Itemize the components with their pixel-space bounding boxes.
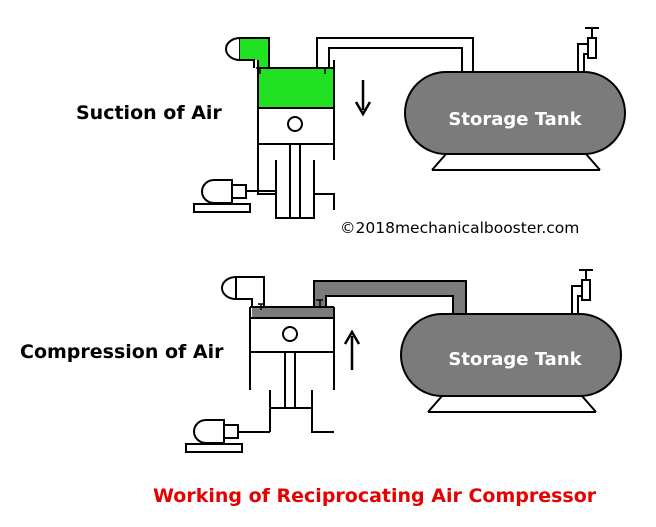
compression-panel: Compression of Air <box>20 269 622 453</box>
compression-delivery-pipe-inner <box>325 295 454 315</box>
suction-label: Suction of Air <box>76 102 222 124</box>
compression-tank-label: Storage Tank <box>448 349 582 370</box>
suction-delivery-pipe-inner <box>328 47 463 74</box>
watermark-text: ©2018mechanicalbooster.com <box>340 219 579 237</box>
diagram-caption: Working of Reciprocating Air Compressor <box>153 485 597 507</box>
compression-motor-base <box>185 443 243 453</box>
compression-compressed-air-fill <box>252 281 466 318</box>
compression-piston-pin-icon <box>282 326 298 342</box>
compression-intake-filter-icon <box>221 275 237 301</box>
compression-crankcase-outer <box>269 408 334 433</box>
suction-crankcase-outer <box>257 160 335 210</box>
suction-tank-relief-valve-icon <box>577 27 599 72</box>
compression-up-arrow-icon <box>343 329 361 370</box>
suction-delivery-pipe-outer <box>316 37 474 74</box>
suction-motor-icon <box>201 179 233 204</box>
compression-motor-icon <box>193 419 225 444</box>
suction-crankcase-inner <box>275 160 315 219</box>
compression-motor-coupling <box>223 424 239 439</box>
suction-intake-top-wall <box>240 37 270 68</box>
suction-tank-label: Storage Tank <box>448 109 582 130</box>
compression-delivery-pipe-outer <box>313 280 467 315</box>
suction-down-arrow-icon <box>354 80 372 117</box>
compression-storage-tank <box>400 313 622 397</box>
compression-label: Compression of Air <box>20 341 224 363</box>
compression-intake-bottom-wall <box>236 298 253 307</box>
suction-intake-bottom-wall <box>240 59 255 68</box>
compression-outlet-valve-icon <box>316 299 323 306</box>
suction-panel: Suction of Air <box>76 27 626 219</box>
compression-intake-top-wall <box>236 276 265 307</box>
suction-intake-filter-icon <box>225 36 241 62</box>
suction-storage-tank <box>404 71 626 155</box>
compression-crankcase-inner <box>269 390 313 409</box>
suction-motor-coupling <box>231 184 247 199</box>
suction-tank-stand <box>431 153 601 171</box>
suction-motor-base <box>193 203 251 213</box>
compression-tank-stand <box>427 395 597 413</box>
suction-piston-pin-icon <box>287 116 303 132</box>
compression-connecting-rod <box>284 352 296 408</box>
compression-tank-relief-valve-icon <box>571 269 593 314</box>
suction-connecting-rod <box>289 144 301 218</box>
suction-air-fill <box>240 38 334 108</box>
